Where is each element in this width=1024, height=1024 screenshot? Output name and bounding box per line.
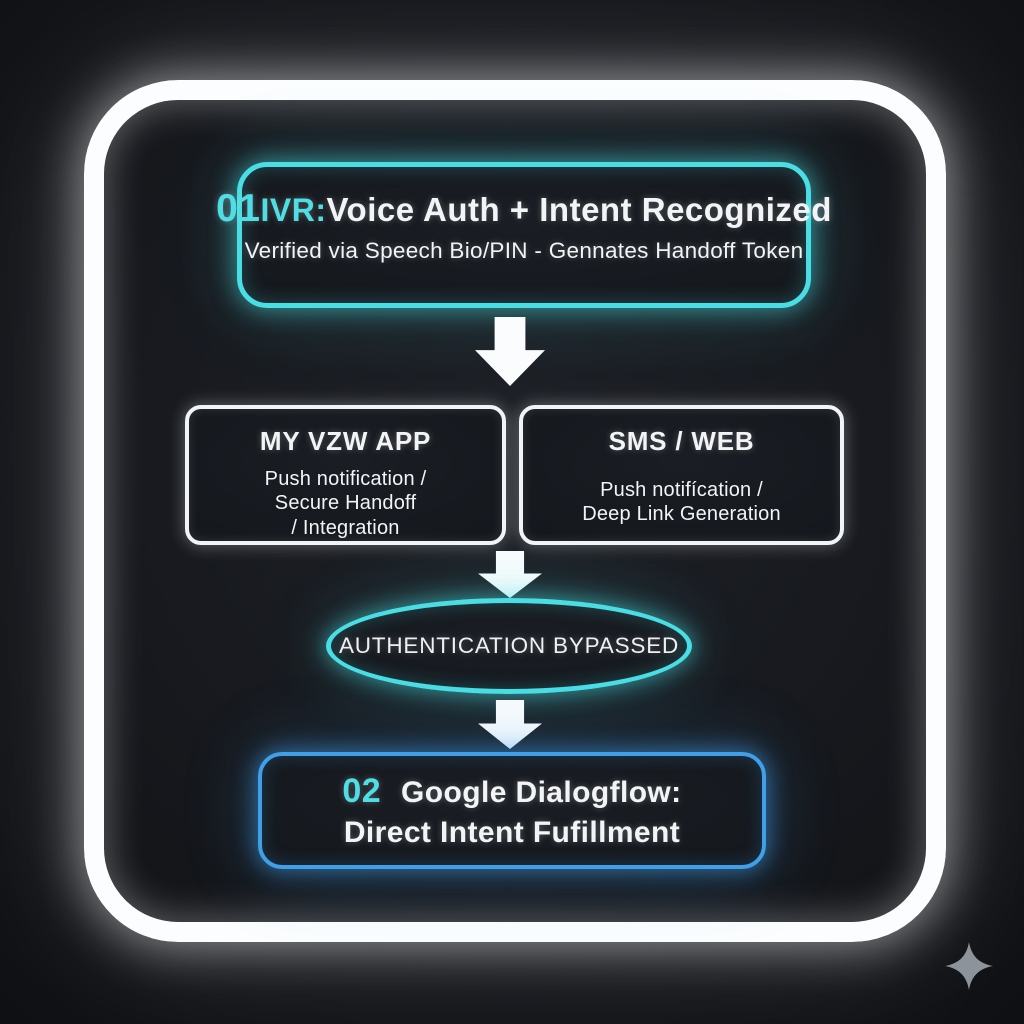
step2-number: 02: [342, 772, 382, 810]
step1-ivr-box: 01IVR:Voice Auth + Intent Recognized Ver…: [216, 162, 831, 308]
channel-title: MY VZW APP: [259, 426, 432, 456]
channel-box-sms-web: SMS / WEB Push notifícation / Deep Link …: [519, 405, 844, 545]
channel-line: Push notification /: [264, 468, 427, 490]
channel-body: Push notifícation / Deep Link Generation: [582, 478, 781, 527]
step1-tag: IVR:: [260, 192, 327, 228]
step2-subtitle: Direct Intent Fufillment: [343, 816, 681, 849]
status-ellipse: AUTHENTICATION BYPASSED: [326, 598, 692, 694]
channel-body: Push notification / Secure Handoff / Int…: [265, 467, 427, 540]
step1-subtitle: Verified via Speech Bio/PIN - Gennates H…: [244, 238, 804, 263]
step2-title: 02 Google Dialogflow:: [342, 772, 681, 811]
step2-title-text: Google Dialogflow:: [401, 776, 682, 809]
channel-line: / Integration: [291, 516, 400, 539]
sparkle-icon: [945, 942, 993, 990]
channel-title: SMS / WEB: [608, 426, 755, 456]
step1-number: 01: [216, 187, 261, 230]
channel-box-my-vzw-app: MY VZW APP Push notification / Secure Ha…: [185, 405, 506, 545]
step2-dialogflow-box: 02 Google Dialogflow: Direct Intent Fufil…: [258, 752, 766, 869]
channel-line: Deep Link Generation: [582, 503, 781, 526]
channel-line: Secure Handoff: [274, 492, 417, 515]
status-label: AUTHENTICATION BYPASSED: [338, 633, 680, 658]
outer-frame: [84, 80, 946, 942]
step1-title: 01IVR:Voice Auth + Intent Recognized: [216, 187, 832, 231]
channel-line: Push notifícation /: [600, 479, 763, 501]
step1-title-text: Voice Auth + Intent Recognized: [326, 191, 832, 228]
